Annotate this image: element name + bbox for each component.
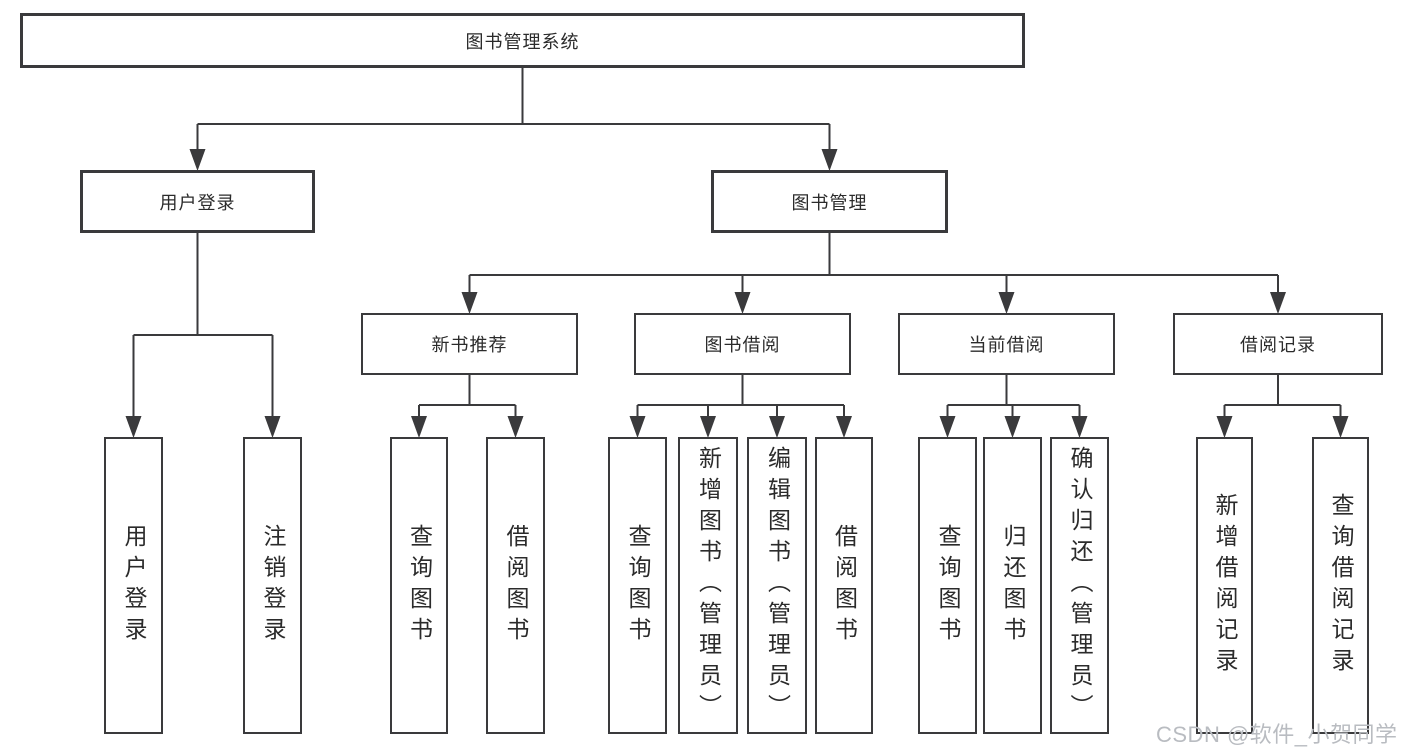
node-label-bb-borrow-books: 借阅图书: [831, 523, 858, 648]
edge-user-login: [125, 233, 281, 438]
watermark: CSDN @软件_小贺同学: [1156, 722, 1398, 747]
arrowhead-cb-confirm-return-admin: [1071, 416, 1088, 438]
node-label-new-book-rec: 新书推荐: [431, 335, 508, 355]
node-label-cb-query-books: 查询图书: [935, 523, 961, 648]
node-login-leaf: 用户登录: [104, 437, 163, 734]
node-label-rec-add-record: 新增借阅记录: [1212, 492, 1238, 679]
arrowhead-bb-query-books: [629, 416, 646, 438]
node-borrow-records: 借阅记录: [1173, 313, 1383, 375]
node-rec-query-record: 查询借阅记录: [1312, 437, 1369, 734]
connector-path-user-login: [132, 233, 274, 420]
arrowhead-borrow-records: [1270, 292, 1286, 314]
node-label-bb-query-books: 查询图书: [625, 523, 651, 648]
node-label-bb-add-books-admin: 新增图书（管理员）: [695, 446, 722, 725]
edge-current-borrow: [939, 375, 1088, 438]
node-label-login-leaf: 用户登录: [121, 523, 147, 648]
node-user-login: 用户登录: [80, 170, 315, 233]
node-label-book-mgmt: 图书管理: [791, 192, 868, 213]
arrowhead-bb-edit-books-admin: [769, 416, 785, 438]
node-label-cb-confirm-return-admin: 确认归还（管理员）: [1067, 446, 1093, 725]
edge-borrow-records: [1216, 375, 1349, 438]
connector-path-book-borrow: [636, 375, 845, 420]
node-cb-query-books: 查询图书: [918, 437, 977, 734]
node-bb-query-books: 查询图书: [608, 437, 667, 734]
arrowhead-current-borrow: [998, 292, 1015, 314]
arrowhead-rec-query-record: [1332, 416, 1349, 438]
connector-path-new-book-rec: [418, 375, 517, 420]
edge-book-borrow: [629, 375, 852, 438]
node-label-user-login: 用户登录: [159, 192, 236, 213]
arrowhead-nbr-query-books: [411, 416, 427, 438]
edge-system: [189, 68, 838, 171]
edge-new-book-rec: [411, 375, 524, 438]
arrowhead-nbr-borrow-books: [507, 416, 524, 438]
node-logout-leaf: 注销登录: [243, 437, 302, 734]
arrowhead-login-leaf: [125, 416, 142, 438]
arrowhead-book-borrow: [734, 292, 751, 314]
node-nbr-query-books: 查询图书: [390, 437, 448, 734]
node-current-borrow: 当前借阅: [898, 313, 1115, 375]
connector-path-current-borrow: [946, 375, 1081, 420]
arrowhead-bb-borrow-books: [836, 416, 852, 438]
node-label-book-borrow: 图书借阅: [704, 335, 781, 355]
node-book-borrow: 图书借阅: [634, 313, 851, 375]
node-label-borrow-records: 借阅记录: [1240, 335, 1316, 355]
node-system: 图书管理系统: [20, 13, 1025, 68]
arrowhead-book-mgmt: [821, 149, 838, 171]
node-nbr-borrow-books: 借阅图书: [486, 437, 545, 734]
node-rec-add-record: 新增借阅记录: [1196, 437, 1253, 734]
node-label-bb-edit-books-admin: 编辑图书（管理员）: [764, 446, 791, 725]
node-label-rec-query-record: 查询借阅记录: [1328, 492, 1354, 679]
arrowhead-cb-return-books: [1004, 416, 1021, 438]
node-bb-add-books-admin: 新增图书（管理员）: [678, 437, 738, 734]
node-label-nbr-query-books: 查询图书: [406, 523, 433, 648]
node-book-mgmt: 图书管理: [711, 170, 948, 233]
arrowhead-new-book-rec: [461, 292, 478, 314]
connector-path-system: [196, 68, 831, 153]
node-bb-edit-books-admin: 编辑图书（管理员）: [747, 437, 807, 734]
node-new-book-rec: 新书推荐: [361, 313, 578, 375]
node-label-current-borrow: 当前借阅: [968, 335, 1045, 355]
node-label-nbr-borrow-books: 借阅图书: [503, 523, 529, 648]
arrowhead-user-login: [189, 149, 206, 171]
arrowhead-logout-leaf: [264, 416, 281, 438]
arrowhead-bb-add-books-admin: [700, 416, 716, 438]
node-label-cb-return-books: 归还图书: [1000, 523, 1026, 648]
connector-path-borrow-records: [1223, 375, 1342, 420]
connector-path-book-mgmt: [468, 233, 1279, 296]
node-bb-borrow-books: 借阅图书: [815, 437, 873, 734]
node-cb-return-books: 归还图书: [983, 437, 1042, 734]
arrowhead-cb-query-books: [939, 416, 956, 438]
node-label-logout-leaf: 注销登录: [260, 523, 286, 648]
node-cb-confirm-return-admin: 确认归还（管理员）: [1050, 437, 1109, 734]
edge-book-mgmt: [461, 233, 1286, 314]
arrowhead-rec-add-record: [1216, 416, 1233, 438]
node-label-system: 图书管理系统: [465, 31, 580, 52]
